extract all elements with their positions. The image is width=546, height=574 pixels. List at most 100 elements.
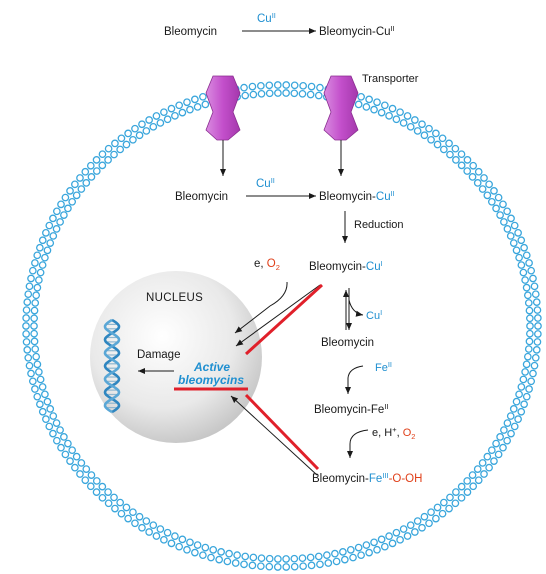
membrane-bead	[57, 443, 65, 452]
membrane-bead	[451, 144, 460, 153]
membrane-bead	[290, 554, 299, 563]
membrane-bead	[265, 562, 274, 571]
membrane-bead	[36, 268, 45, 277]
membrane-bead	[98, 150, 107, 159]
label-bleomycin-cu-ii-inside: Bleomycin-CuII	[319, 189, 395, 203]
membrane-bead	[370, 538, 378, 547]
membrane-bead	[316, 83, 324, 92]
membrane-bead	[420, 131, 429, 140]
membrane-bead	[432, 514, 440, 523]
membrane-bead	[299, 81, 307, 90]
arrow-activation	[347, 429, 369, 458]
membrane-bead	[57, 200, 65, 209]
membrane-bead	[25, 282, 34, 291]
membrane-bead	[149, 521, 158, 530]
membrane-bead	[209, 546, 218, 554]
membrane-bead	[496, 211, 504, 219]
membrane-bead	[483, 452, 492, 461]
membrane-bead	[52, 436, 61, 445]
membrane-bead	[487, 197, 496, 206]
membrane-bead	[138, 523, 146, 532]
membrane-bead	[231, 559, 240, 567]
membrane-bead	[31, 345, 40, 353]
membrane-bead	[503, 436, 511, 445]
membrane-bead	[531, 290, 540, 299]
membrane-bead	[87, 173, 96, 181]
membrane-bead	[249, 90, 258, 99]
membrane-bead	[403, 112, 412, 120]
membrane-bead	[507, 429, 515, 438]
membrane-bead	[52, 207, 61, 216]
membrane-bead	[45, 221, 54, 230]
membrane-bead	[517, 383, 526, 391]
membrane-bead	[373, 98, 381, 107]
membrane-bead	[298, 554, 307, 563]
membrane-bead	[522, 251, 531, 260]
membrane-bead	[526, 314, 534, 323]
membrane-bead	[520, 400, 528, 409]
membrane-bead	[36, 400, 44, 409]
membrane-bead	[33, 283, 42, 292]
membrane-bead	[98, 493, 107, 502]
membrane-bead	[82, 465, 91, 473]
membrane-bead	[370, 105, 378, 114]
membrane-bead	[265, 89, 274, 98]
membrane-bead	[514, 415, 522, 423]
membrane-bead	[478, 459, 487, 467]
membrane-bead	[469, 482, 478, 491]
label-active: Active	[193, 360, 230, 374]
membrane-bead	[36, 243, 44, 252]
membrane-bead	[22, 338, 31, 346]
membrane-bead	[388, 104, 397, 113]
membrane-bead	[362, 103, 371, 111]
membrane-bead	[433, 140, 442, 149]
membrane-bead	[480, 174, 488, 182]
transporter-left	[205, 75, 241, 141]
membrane-bead	[33, 360, 42, 369]
membrane-bead	[178, 535, 187, 544]
membrane-bead	[86, 161, 95, 170]
membrane-bead	[399, 119, 408, 127]
membrane-bead	[163, 115, 172, 124]
membrane-bead	[527, 377, 536, 386]
membrane-bead	[523, 291, 532, 300]
membrane-bead	[427, 135, 435, 144]
membrane-bead	[207, 553, 215, 562]
membrane-bead	[86, 482, 95, 491]
membrane-bead	[22, 330, 30, 338]
membrane-bead	[411, 528, 419, 536]
arrow-final-to-active	[230, 395, 318, 476]
membrane-bead	[524, 345, 533, 353]
membrane-bead	[525, 259, 533, 267]
membrane-bead	[72, 452, 81, 461]
membrane-bead	[519, 375, 528, 384]
membrane-bead	[388, 539, 397, 548]
membrane-bead	[175, 542, 184, 551]
membrane-bead	[56, 426, 64, 434]
membrane-bead	[30, 322, 38, 330]
membrane-bead	[487, 446, 496, 455]
membrane-bead	[31, 385, 39, 393]
membrane-bead	[71, 463, 79, 472]
membrane-bead	[357, 551, 365, 560]
membrane-bead	[171, 111, 179, 120]
membrane-bead	[478, 185, 487, 193]
membrane-bead	[49, 214, 57, 223]
membrane-bead	[314, 91, 323, 100]
label-fe-ii: FeII	[375, 360, 392, 374]
label-cu-ii-inside: CuII	[256, 176, 275, 190]
membrane-bead	[468, 173, 477, 181]
membrane-bead	[469, 161, 478, 170]
label-released-cu-i: CuI	[366, 308, 382, 322]
membrane-bead	[307, 82, 316, 91]
membrane-bead	[380, 542, 389, 551]
membrane-bead	[124, 129, 132, 138]
membrane-bead	[509, 405, 518, 413]
membrane-bead	[215, 555, 224, 564]
membrane-bead	[515, 253, 523, 262]
membrane-bead	[23, 298, 32, 306]
membrane-bead	[525, 306, 534, 315]
membrane-bead	[463, 156, 472, 164]
membrane-bead	[306, 553, 315, 562]
